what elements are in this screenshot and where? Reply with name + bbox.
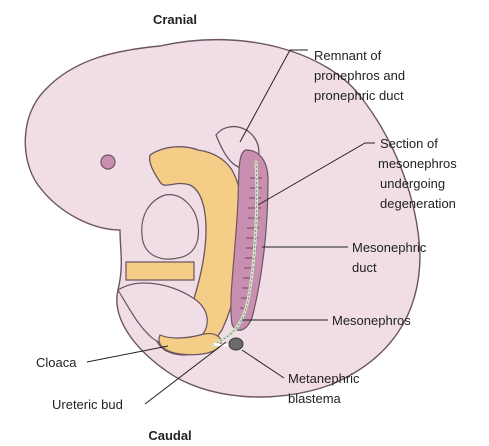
svg-text:degeneration: degeneration xyxy=(380,196,456,211)
label-cloaca: Cloaca xyxy=(36,355,77,370)
svg-text:Mesonephric: Mesonephric xyxy=(352,240,427,255)
eye-dot xyxy=(101,155,115,169)
label-pronephros: Remnant of pronephros and pronephric duc… xyxy=(314,48,405,103)
yolk-stalk xyxy=(126,262,194,280)
caudal-label: Caudal xyxy=(148,428,191,443)
svg-text:blastema: blastema xyxy=(288,391,342,406)
svg-text:Section of: Section of xyxy=(380,136,438,151)
svg-text:undergoing: undergoing xyxy=(380,176,445,191)
label-ureteric-bud: Ureteric bud xyxy=(52,397,123,412)
svg-text:duct: duct xyxy=(352,260,377,275)
cloaca xyxy=(159,334,221,355)
svg-text:pronephric duct: pronephric duct xyxy=(314,88,404,103)
svg-text:mesonephros: mesonephros xyxy=(378,156,457,171)
svg-text:pronephros and: pronephros and xyxy=(314,68,405,83)
cranial-label: Cranial xyxy=(153,12,197,27)
label-mesonephros: Mesonephros xyxy=(332,313,411,328)
svg-text:Metanephric: Metanephric xyxy=(288,371,360,386)
metanephric-blastema xyxy=(229,338,243,350)
svg-text:Remnant of: Remnant of xyxy=(314,48,382,63)
